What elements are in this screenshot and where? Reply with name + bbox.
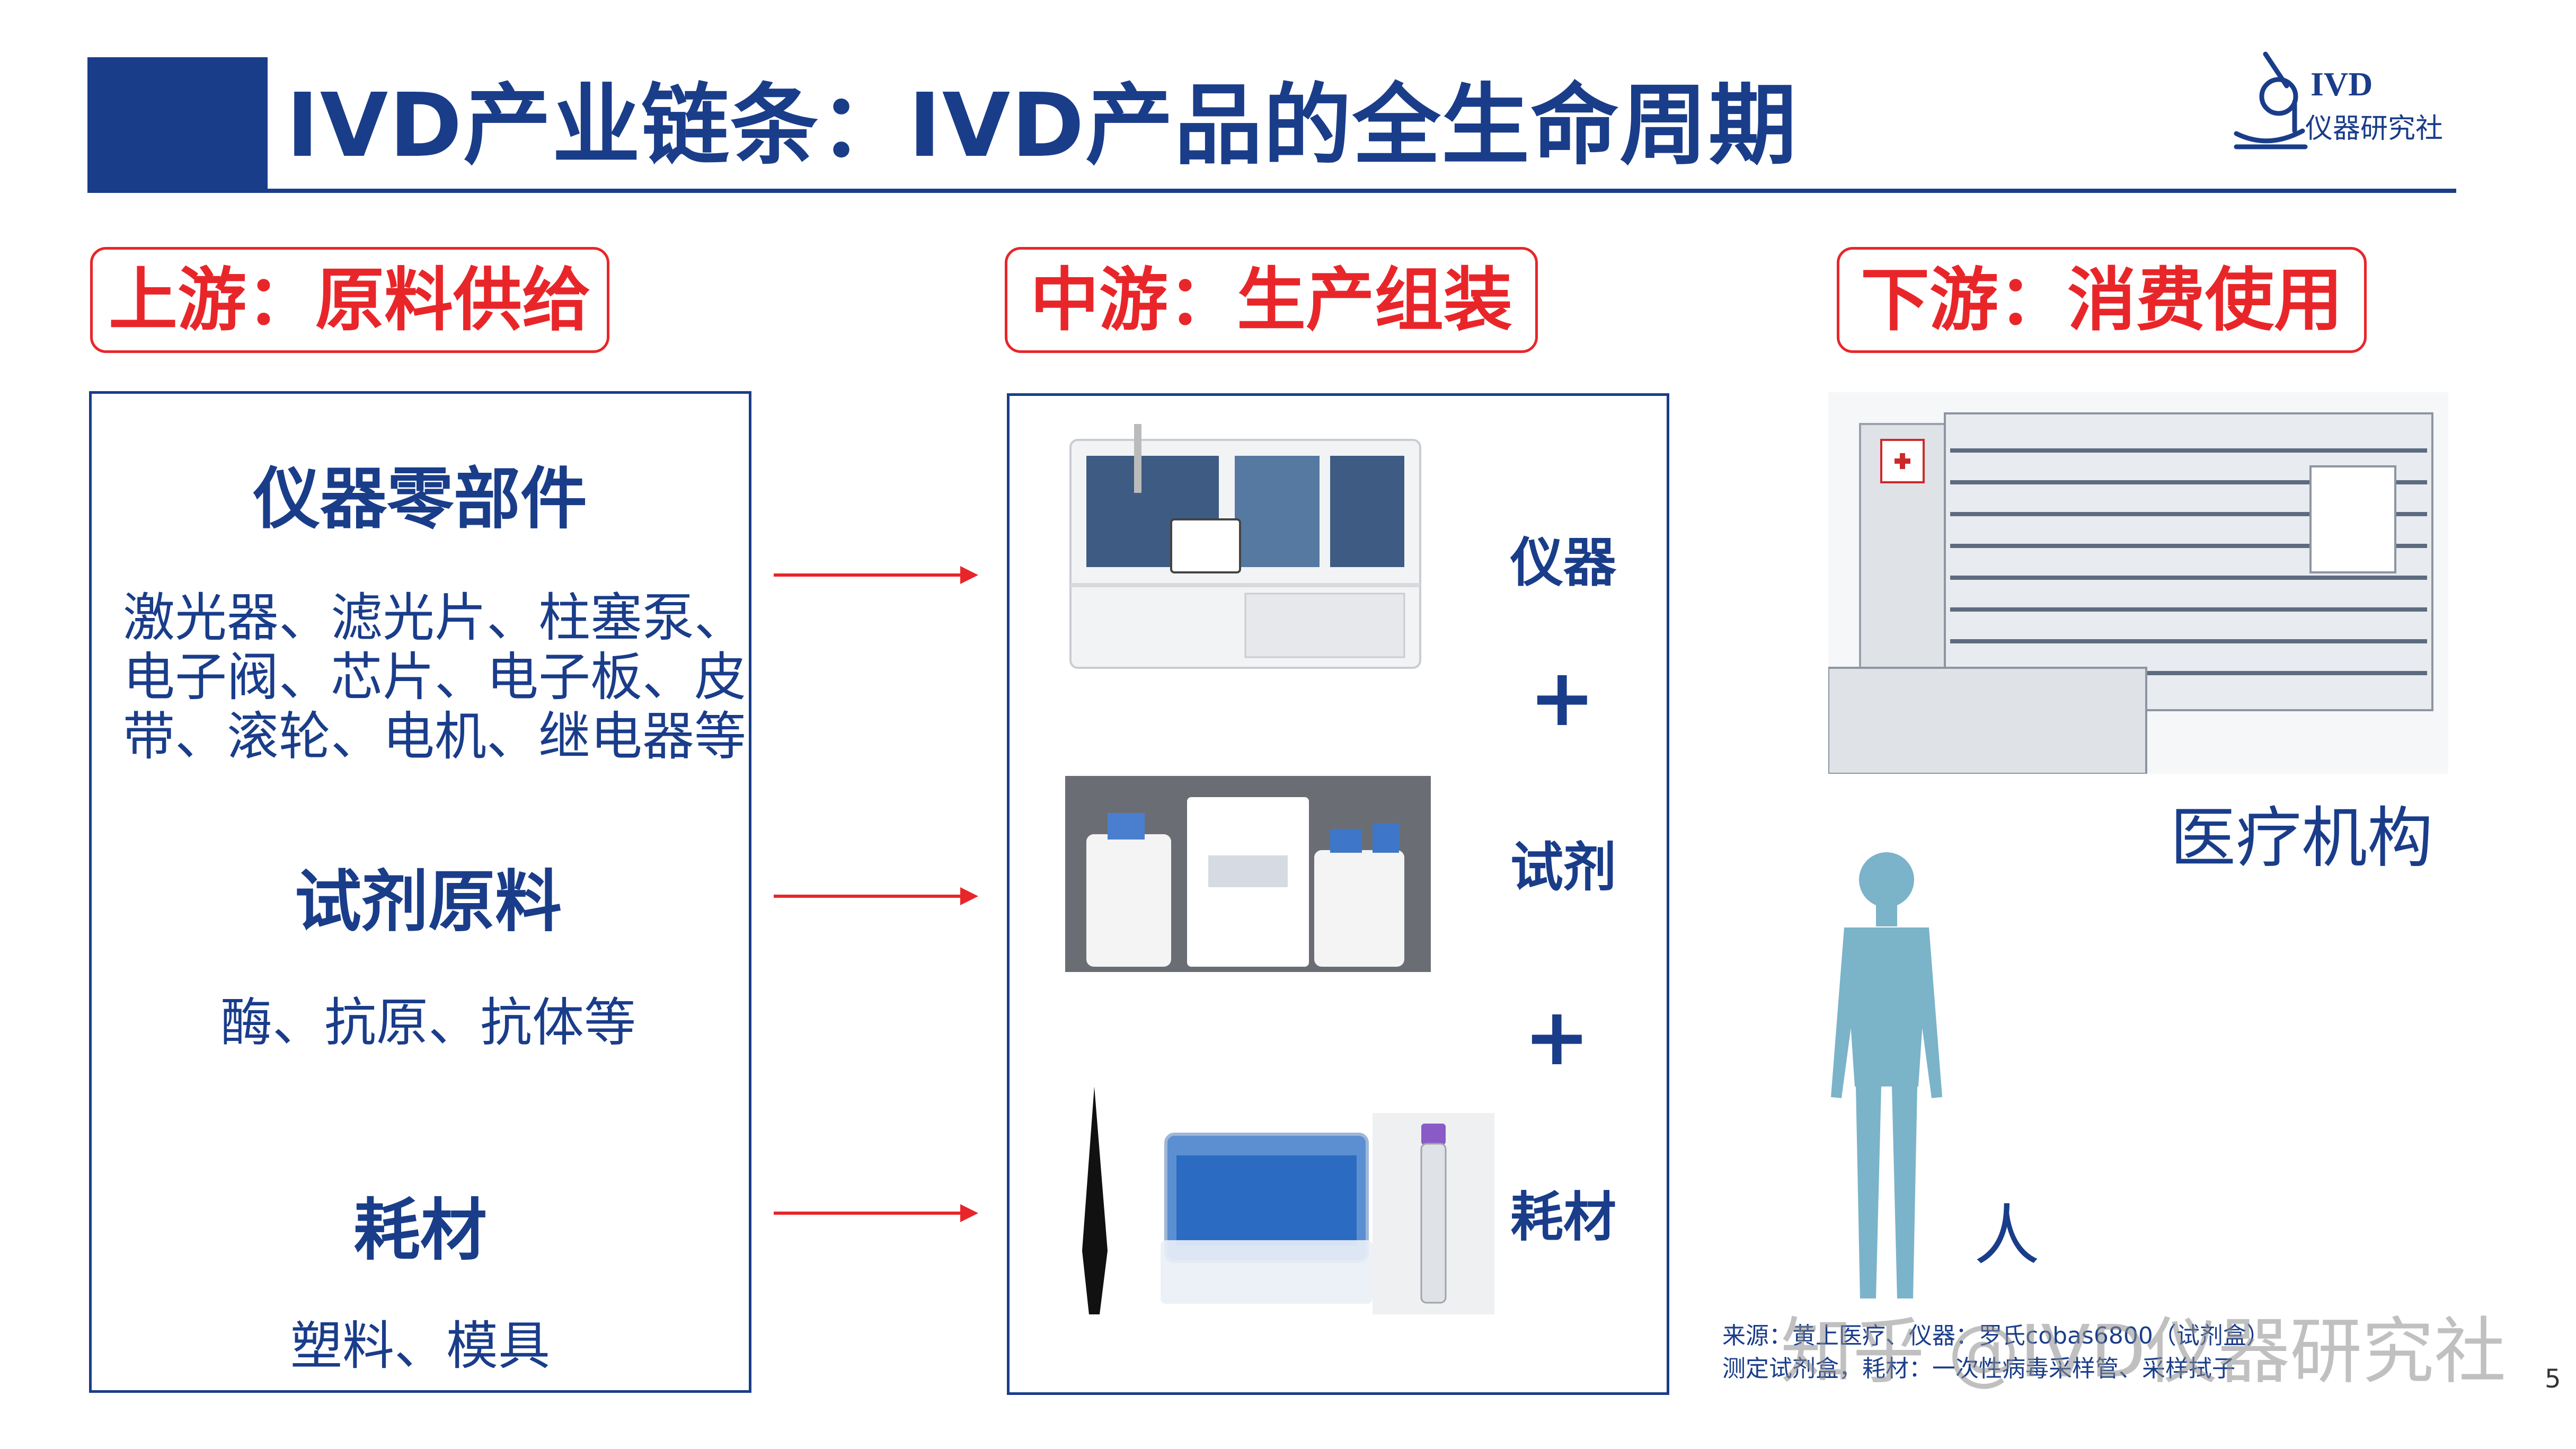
analyzer-instrument-image: [1069, 424, 1421, 669]
midstream-panel: [1007, 393, 1669, 1395]
watermark: 知乎 @IVD仪器研究社: [1781, 1310, 2507, 1394]
source-note: 来源：黄上医疗、仪器：罗氏cobas6800（试剂盒） 测定试剂盒，耗材：一次性…: [1722, 1320, 2517, 1385]
human-figure-image: [1831, 852, 1942, 1298]
reagent-materials: 酶、抗原、抗体等: [220, 993, 636, 1053]
parts-line: 带、滚轮、电机、继电器等: [123, 706, 747, 767]
reagent-label: 试剂: [1510, 836, 1616, 898]
consumables-image: [1082, 1086, 1494, 1314]
reagent-heading: 试剂原料: [295, 863, 562, 941]
person-label: 人: [1974, 1198, 2040, 1274]
parts-heading: 仪器零部件: [253, 460, 587, 538]
plus-sign: +: [1524, 991, 1590, 1083]
parts-line: 电子阀、芯片、电子板、皮: [123, 647, 747, 708]
title-divider: [87, 189, 2456, 193]
parts-list: 激光器、滤光片、柱塞泵、 电子阀、芯片、电子板、皮 带、滚轮、电机、继电器等: [123, 588, 746, 766]
arrow-parts: [774, 566, 978, 584]
parts-line: 激光器、滤光片、柱塞泵、: [123, 588, 747, 648]
logo-text: IVD: [2311, 65, 2373, 103]
reagent-kit-image: [1065, 776, 1431, 972]
arrow-consumable: [774, 1204, 978, 1222]
consumable-materials: 塑料、模具: [290, 1316, 550, 1376]
plus-sign: +: [1529, 652, 1596, 744]
consumable-label: 耗材: [1510, 1186, 1616, 1248]
hospital-label: 医疗机构: [2170, 800, 2433, 877]
logo-subtitle: 仪器研究社: [2305, 113, 2444, 145]
microscope-icon: [2234, 51, 2308, 149]
arrow-reagent: [774, 887, 978, 905]
title-accent-block: [87, 57, 268, 190]
upstream-panel: [89, 391, 751, 1393]
page-title: IVD产业链条：IVD产品的全生命周期: [286, 75, 1798, 177]
source-line: 测定试剂盒，耗材：一次性病毒采样管、采样拭子: [1722, 1355, 2235, 1382]
stage-midstream: 中游：生产组装: [1005, 247, 1538, 353]
page-number: 5: [2545, 1364, 2561, 1394]
consumable-heading: 耗材: [353, 1191, 487, 1269]
source-line: 来源：黄上医疗、仪器：罗氏cobas6800（试剂盒）: [1722, 1322, 2270, 1349]
stage-upstream: 上游：原料供给: [90, 247, 609, 353]
stage-downstream: 下游：消费使用: [1837, 247, 2367, 353]
instrument-label: 仪器: [1510, 532, 1616, 594]
hospital-building-image: [1828, 392, 2448, 774]
